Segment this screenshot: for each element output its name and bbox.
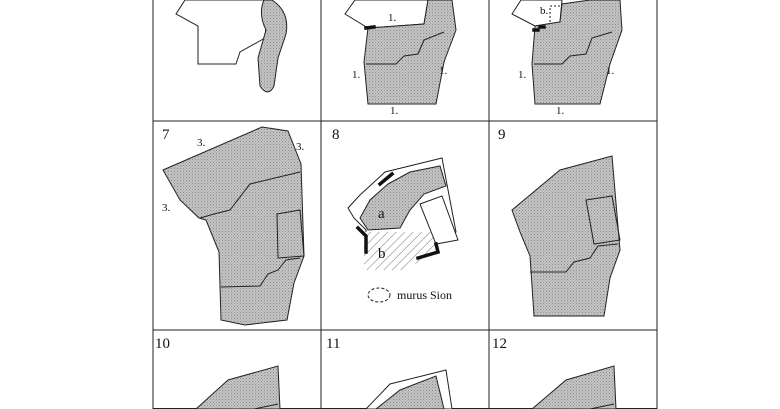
panel-6-label-b: b. [540,5,549,17]
panel-8-region-a: a [378,206,385,222]
panel-8-region-b: b [378,246,386,262]
plan-panel-10: 10 [155,336,281,409]
panel-11-number: 11 [326,336,340,352]
murus-sion-legend-label: murus Sion [397,288,452,302]
plan-panel-11: 11 [326,336,453,409]
plan-panel-9: 9 [498,127,621,317]
panel-7-label-3a: 3. [197,137,206,149]
plan-panel-8: 8 a b murus Sion [332,127,459,303]
plan-panel-4 [175,0,288,93]
murus-sion-legend-symbol [367,287,391,303]
panel-10-number: 10 [155,336,170,352]
panel-7-number: 7 [162,127,170,143]
plan-panel-12: 12 [492,336,617,409]
plan-panel-5: 1. 1. 1. 1. [344,0,457,117]
panel-6-label-1c: 1. [556,105,565,117]
panel-5-label-4: 1. [390,105,399,117]
panel-8-number: 8 [332,127,340,143]
panel-7-label-3b: 3. [296,141,305,153]
plan-panel-7: 7 3. 3. 3. [162,126,305,326]
panel-12-number: 12 [492,336,507,352]
panel-5-label-1: 1. [388,12,397,24]
panel-6-label-1b: 1. [606,65,615,77]
panel-5-label-3: 1. [439,65,448,77]
panel-5-label-2: 1. [352,69,361,81]
plan-panel-6: b. 1. 1. 1. [511,0,623,117]
panel-7-label-3c: 3. [162,202,171,214]
panel-9-number: 9 [498,127,506,143]
panel-6-label-1a: 1. [518,69,527,81]
